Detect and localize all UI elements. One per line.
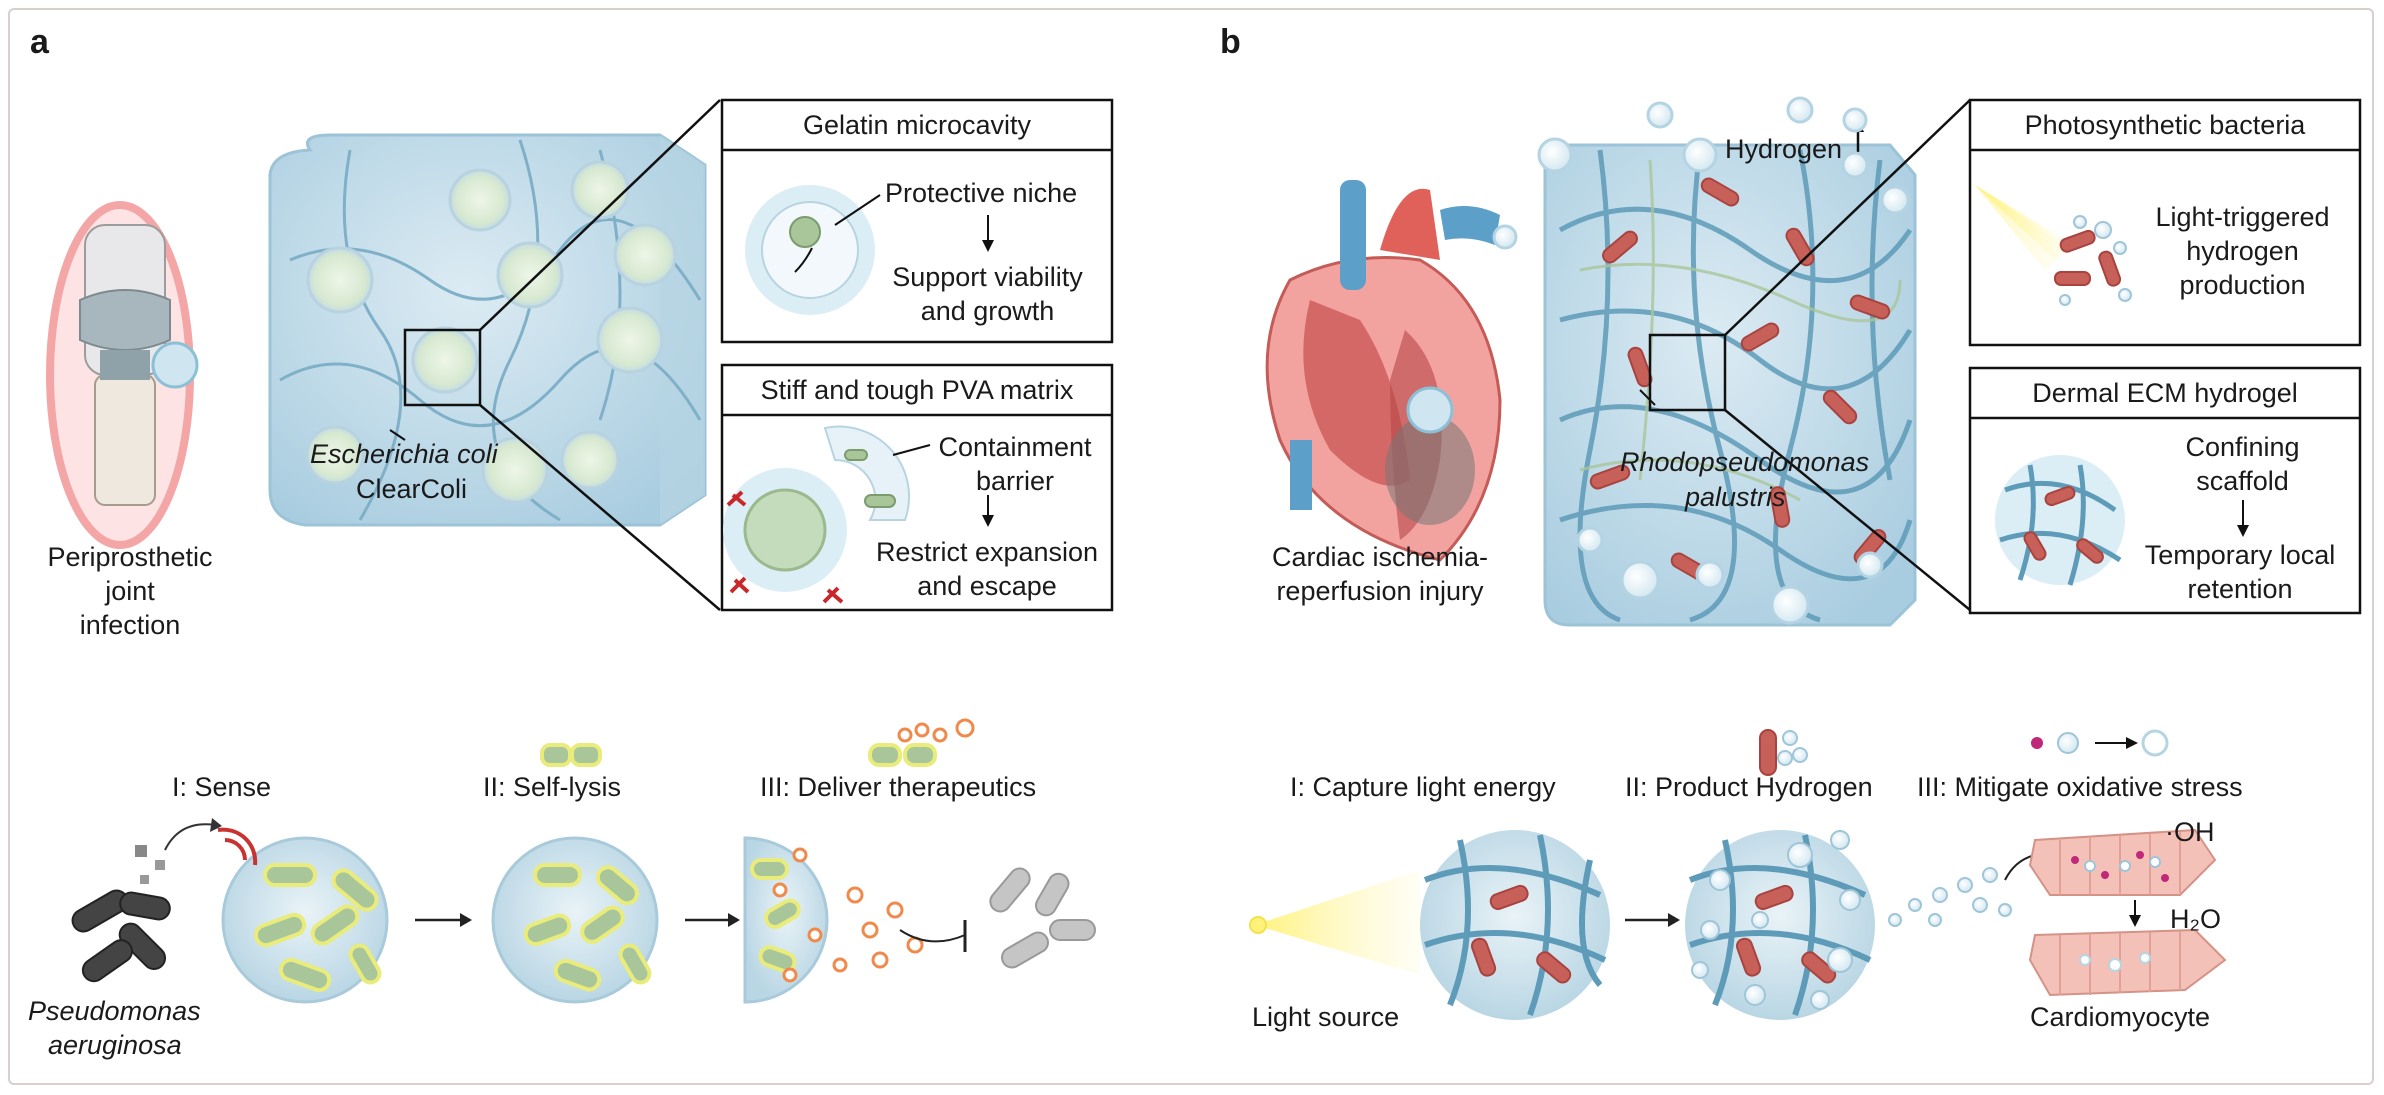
lysis-icon [540,743,602,767]
light-triggered-label: Light-triggered hydrogen production [2155,202,2330,300]
panel-label-a: a [30,23,49,61]
hydrogen-label: Hydrogen [1725,134,1843,164]
support-viability-label: Support viability and growth [892,262,1083,326]
rhodopseudomonas-label: Rhodopseudomonas [1620,447,1870,477]
bacterium-icon [1759,729,1777,776]
pva-matrix-title: Stiff and tough PVA matrix [760,375,1074,405]
clearcoli-label: ClearColi [356,474,468,504]
self-lysis-cell [491,743,659,1004]
figure-frame [8,8,2374,1085]
cardiomyocyte-illustration [2028,828,2227,997]
pseudomonas-cluster [71,818,222,983]
step-mitigate-label: III: Mitigate oxidative stress [1917,772,2243,802]
knee-implant-illustration [46,201,199,549]
cardiomyocyte-label: Cardiomyocyte [2030,1002,2211,1032]
light-source-label: Light source [1252,1002,1400,1032]
step-capture-light-label: I: Capture light energy [1290,772,1556,802]
hydrogen-production-sphere [1685,729,1875,1020]
deliver-cell [743,718,1096,1004]
joint-infection-label: Periprosthetic joint infection [47,542,213,640]
capture-light-sphere [1420,830,1610,1020]
therapeutic-release-icon [868,743,937,767]
step-self-lysis-label: II: Self-lysis [483,772,622,802]
ecoli-label: Escherichia coli [310,439,498,469]
photosynthetic-bacteria-box [1968,98,2362,347]
step-deliver-label: III: Deliver therapeutics [760,772,1037,802]
palustris-label: palustris [1685,482,1786,512]
gelatin-microcavity-title: Gelatin microcavity [802,110,1032,140]
pva-hydrogel-cube [268,99,721,611]
step-product-hydrogen-label: II: Product Hydrogen [1625,772,1873,802]
confining-scaffold-label: Confining scaffold [2185,432,2300,496]
cardiac-injury-label: Cardiac ischemia- reperfusion injury [1271,542,1489,606]
restrict-expansion-label: Restrict expansion and escape [875,537,1099,601]
heart-illustration [1265,180,1502,562]
hydrogen-bubbles [1492,96,1910,625]
water-label: H₂O [2170,904,2221,934]
pathogen-name-line2: aeruginosa [48,1030,182,1060]
ecm-hydrogel-cube [1543,99,1971,627]
ros-conversion-icon [2031,729,2169,757]
photosynthetic-bacteria-title: Photosynthetic bacteria [2024,110,2306,140]
protective-niche-label: Protective niche [885,178,1078,208]
step-sense-label: I: Sense [172,772,272,802]
dermal-ecm-title: Dermal ECM hydrogel [2032,378,2298,408]
hydroxyl-radical-label: ·OH [2165,817,2215,847]
sense-cell [217,827,389,1004]
released-hydrogen [1888,867,2012,927]
panel-label-b: b [1220,23,1241,61]
pathogen-name-line1: Pseudomonas [28,996,201,1026]
temporary-retention-label: Temporary local retention [2144,540,2336,604]
light-beam [1255,870,1420,975]
containment-barrier-label: Containment barrier [938,432,1092,496]
